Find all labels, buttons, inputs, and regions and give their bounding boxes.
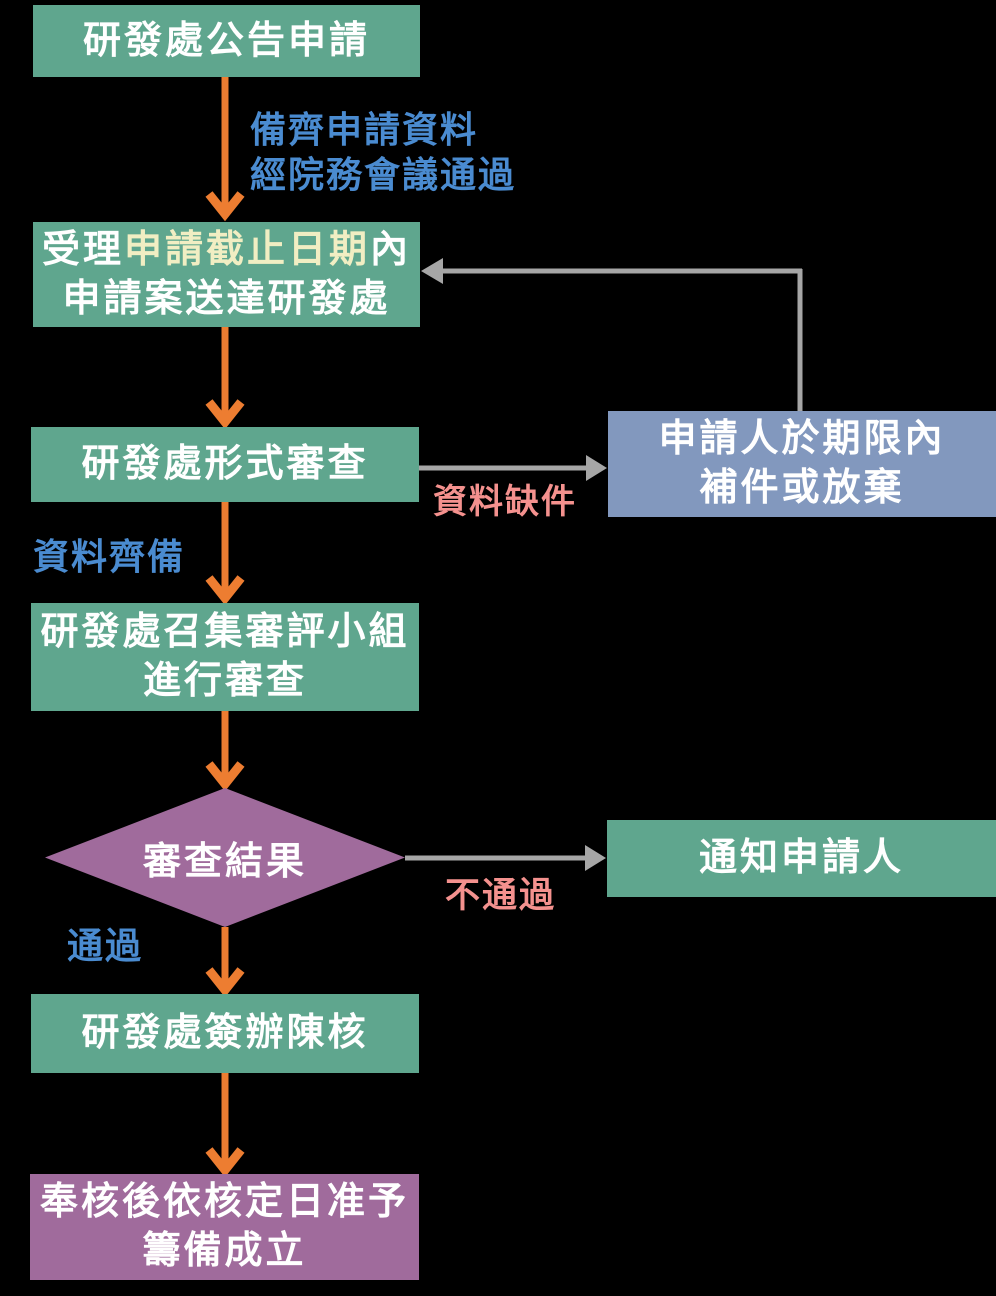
node-approval: 研發處簽辦陳核	[31, 994, 419, 1073]
arrow-supplement-to-deadline	[421, 258, 803, 411]
node-committee-line2: 進行審查	[142, 660, 307, 702]
arrow-decision-to-notify	[405, 845, 606, 871]
node-format-review-label: 研發處形式審查	[81, 443, 369, 486]
node-establish-line2: 籌備成立	[142, 1230, 307, 1272]
arrow-approval-to-establish	[205, 1073, 245, 1178]
edge-label-data-complete: 資料齊備	[33, 536, 186, 577]
node-deadline-line1: 受理申請截止日期內	[42, 226, 411, 275]
node-deadline-line1-highlight: 申請截止日期	[123, 228, 370, 271]
arrow-committee-to-decision	[205, 711, 245, 792]
arrow-deadline-to-format-review	[205, 327, 245, 430]
edge-label-data-missing: 資料缺件	[433, 483, 577, 521]
arrow-decision-to-approval	[205, 927, 245, 998]
node-committee: 研發處召集審評小組 進行審查	[31, 603, 419, 711]
node-format-review: 研發處形式審查	[31, 427, 419, 502]
arrow-format-review-to-committee	[205, 502, 245, 606]
node-deadline: 受理申請截止日期內 申請案送達研發處	[33, 222, 420, 327]
node-supplement: 申請人於期限內 補件或放棄	[608, 411, 996, 517]
node-establish: 奉核後依核定日准予 籌備成立	[30, 1174, 419, 1280]
node-supplement-line2: 補件或放棄	[699, 467, 905, 509]
node-announce-label: 研發處公告申請	[82, 19, 370, 62]
node-deadline-line1-prefix: 受理	[41, 228, 124, 271]
arrow-format-review-to-supplement	[419, 455, 607, 481]
node-deadline-line2: 申請案送達研發處	[62, 277, 391, 320]
edge-label-fail: 不通過	[445, 876, 557, 915]
node-decision-label: 審查結果	[142, 841, 307, 883]
edge-label-prepare-line2: 經院務會議通過	[250, 154, 517, 196]
node-establish-line1: 奉核後依核定日准予	[39, 1181, 409, 1224]
node-approval-label: 研發處簽辦陳核	[81, 1012, 369, 1055]
edge-label-pass: 通過	[67, 925, 144, 966]
edge-label-prepare: 備齊申請資料 經院務會議通過	[250, 107, 516, 198]
node-deadline-line1-suffix: 內	[370, 228, 412, 271]
node-decision: 審查結果	[45, 788, 405, 927]
node-notify: 通知申請人	[607, 820, 996, 897]
node-announce: 研發處公告申請	[33, 5, 420, 77]
node-committee-line1: 研發處召集審評小組	[40, 611, 410, 654]
node-notify-label: 通知申請人	[698, 837, 904, 880]
node-supplement-line1: 申請人於期限內	[658, 418, 946, 461]
edge-label-prepare-line1: 備齊申請資料	[250, 109, 479, 150]
arrow-announce-to-deadline	[205, 77, 245, 222]
